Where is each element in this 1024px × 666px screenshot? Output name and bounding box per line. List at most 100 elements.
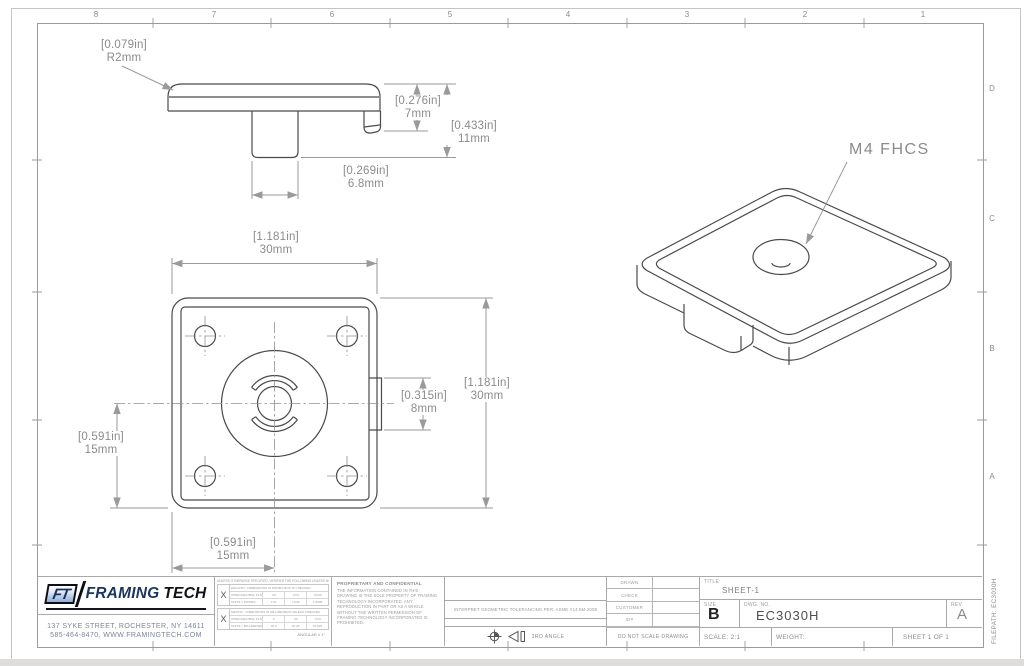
zone-letter: D [989,84,995,93]
dim-line1: [0.433in] [451,120,497,132]
page-edge-shadow [0,659,1024,666]
address-line-1: 137 SYKE STREET, ROCHESTER, NY 14611 [47,622,205,630]
side-view-geometry [167,83,382,159]
zone-letter: A [989,472,995,481]
filepath-label: FILEPATH: EC3030H [991,578,998,644]
third-angle-label: 3RD ANGLE [531,633,565,640]
front-view-dimensions [110,258,493,573]
row-value [653,577,699,588]
tolerance-metric: X METRIC - DIMENSIONS IN MILLIMETERS UNL… [217,608,329,630]
cell: UNITS = MILLIMETERS [231,623,264,629]
cell: WHEN DECIMAL PLACE IS [231,592,264,598]
zone-number: 6 [329,10,335,19]
proprietary-title: PROPRIETARY AND CONFIDENTIAL [337,581,422,586]
third-angle-cone-icon [507,630,525,643]
main-title-block: TITLE: SHEET-1 SIZE B DWG. NO. EC3030H R… [700,577,982,646]
row-label: ID# [607,614,653,626]
cell: ±0.025 [312,624,323,628]
row-label: DRAWN [607,577,653,589]
dim-label-bottom-15mm: [0.591in] 15mm [199,537,267,562]
dwg-number: EC3030H [756,608,820,623]
table-row: UNITS = INCHES ±.01 ±.005 ±.0005 [230,599,328,605]
iso-callout-leader [805,161,848,245]
dim-line1: [0.315in] [401,390,447,402]
approval-table: DRAWN CHECK CUSTOMER ID# DO NOT SCALE DR… [607,577,700,646]
dim-line2: 15mm [84,443,118,456]
empty-cell [607,626,699,628]
cell: .XXXX [312,593,323,597]
middle-column: INTERPRET GEOMETRIC TOLERANCING PER: ASM… [445,577,607,646]
tolerance-header: UNLESS OTHERWISE SPECIFIED, VERIFIED THE… [217,579,329,583]
zone-number: 4 [565,10,571,19]
tolerance-section: UNLESS OTHERWISE SPECIFIED, VERIFIED THE… [215,577,332,646]
datum-target-icon [487,629,502,644]
table-row: UNITS = MILLIMETERS ±0.5 ±0.25 ±0.025 [230,623,328,629]
dwg-label: DWG. NO. [744,602,771,608]
dim-line2: R2mm [106,51,142,64]
angular-tolerance: ANGULAR ± 1° [297,632,325,637]
cell: ±.0005 [312,600,323,604]
table-row: CUSTOMER [607,601,699,615]
zone-ticks [32,18,987,651]
dim-line2: 11mm [458,132,490,145]
row-value [653,589,699,600]
dim-line1: [0.276in] [395,95,441,107]
cell: .XX [285,616,308,622]
table-row: CHECK [607,589,699,602]
metric-checkbox: X [218,609,230,629]
dim-line2: 30mm [259,243,293,256]
metric-caption: METRIC - DIMENSIONS IN MILLIMETERS UNLES… [230,609,328,616]
projection-row: 3RD ANGLE [445,627,606,646]
dim-label-height-30mm: [1.181in] 30mm [455,377,519,402]
cell: ±.005 [285,599,308,605]
title-value: SHEET-1 [722,586,760,595]
dim-line2: 8mm [410,402,438,415]
zone-number: 2 [802,10,808,19]
cell: WHEN DECIMAL PLACE IS [231,616,264,622]
company-name-secondary: TECH [163,585,207,602]
row-value [653,602,699,613]
size-cell: SIZE B [700,600,740,627]
cell: .XX [263,592,286,598]
dim-line1: [1.181in] [464,377,510,389]
zone-number: 1 [920,10,926,19]
address-line-2: 585-464-8470, WWW.FRAMINGTECH.COM [50,631,202,639]
row-value [653,614,699,625]
proprietary-body: THE INFORMATION CONTAINED IN THIS DRAWIN… [337,588,438,626]
dim-label-8mm: [0.315in] 8mm [394,390,454,415]
interpret-note: INTERPRET GEOMETRIC TOLERANCING PER: ASM… [445,601,606,619]
sheet-inner-border [37,23,984,648]
english-table: ENGLISH - DIMENSIONS IN INCHES BOX IS CH… [230,585,328,605]
zone-number: 7 [211,10,217,19]
rev-value: A [957,606,968,623]
size-value: B [708,606,720,623]
zone-letter: B [989,344,995,353]
ft-logo-badge: FT [43,584,78,604]
table-row: DRAWN [607,577,699,590]
zone-number: 5 [447,10,453,19]
cell: ±0.25 [285,623,308,629]
do-not-scale-note: DO NOT SCALE DRAWING [617,633,689,640]
company-name-primary: FRAMING [85,585,160,602]
metric-table: METRIC - DIMENSIONS IN MILLIMETERS UNLES… [230,609,328,629]
dim-line1: [0.591in] [78,431,124,443]
english-caption: ENGLISH - DIMENSIONS IN INCHES BOX IS CH… [230,585,328,592]
dim-line1: [0.269in] [343,165,389,177]
empty-cell [445,577,606,601]
dim-line1: [0.079in] [101,39,147,51]
weight-cell: WEIGHT: [772,628,893,646]
zone-number: 3 [684,10,690,19]
size-dwg-rev-row: SIZE B DWG. NO. EC3030H REV A [700,600,982,628]
empty-cell [445,619,606,627]
dim-label-left-15mm: [0.591in] 15mm [64,431,138,456]
dim-label-7mm: [0.276in] 7mm [386,95,450,120]
scale-weight-sheet-row: SCALE: 2:1 WEIGHT: SHEET 1 OF 1 [700,628,982,646]
front-view-geometry [171,297,383,509]
dim-line1: [1.181in] [253,231,299,243]
table-row: ID# [607,614,699,627]
front-view-centerlines [114,316,440,574]
title-label: TITLE: [704,579,721,585]
